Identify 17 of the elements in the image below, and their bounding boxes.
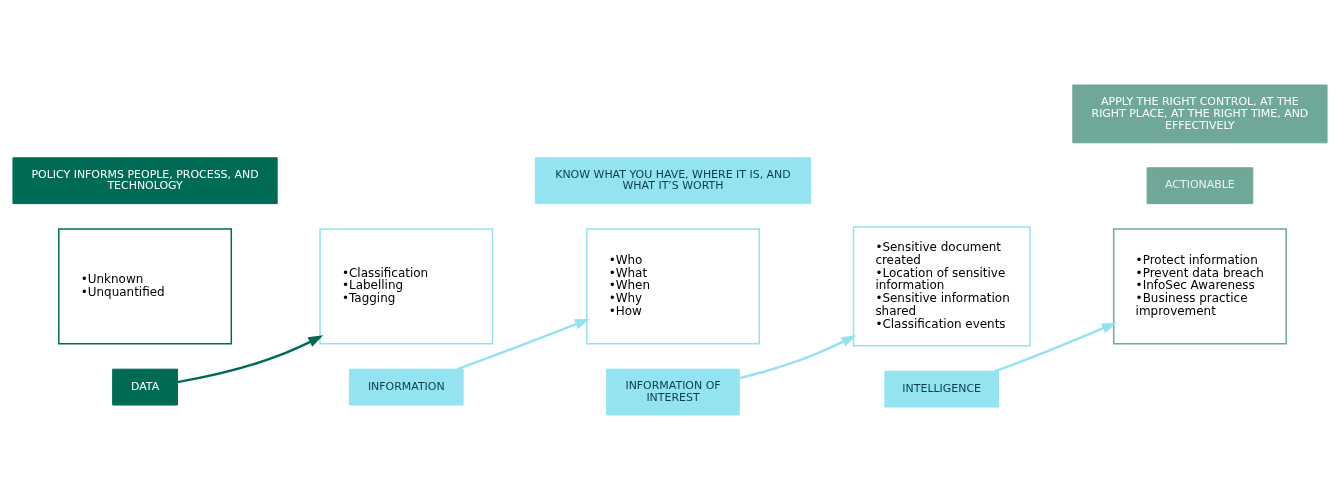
- node-box: •Who •What •When •Why •How: [586, 228, 760, 345]
- node-box: •Sensitive document created •Location of sensitive information •Sensitive information shared •Classification events: [852, 226, 1031, 347]
- arrow: [994, 322, 1117, 373]
- node-box: INFORMATION: [348, 368, 464, 406]
- arrow: [739, 335, 857, 380]
- node-box: •Classification •Labelling •Tagging: [319, 228, 494, 345]
- node-box: DATA: [112, 368, 178, 406]
- node-box: INTELLIGENCE: [884, 370, 1000, 408]
- node-box: KNOW WHAT YOU HAVE, WHERE IT IS, AND WHAT IT’S WORTH: [534, 157, 812, 205]
- arrow: [177, 335, 324, 384]
- node-box: INFORMATION OF INTEREST: [606, 368, 740, 416]
- node-box: •Protect information •Prevent data breach •InfoSec Awareness •Business practice improvement: [1112, 228, 1287, 345]
- node-box: APPLY THE RIGHT CONTROL, AT THE RIGHT PLACE, AT THE RIGHT TIME, AND EFFECTIVELY: [1072, 84, 1328, 144]
- node-box: POLICY INFORMS PEOPLE, PROCESS, AND TECHNOLOGY: [12, 157, 278, 205]
- node-box: •Unknown •Unquantified: [58, 228, 233, 345]
- node-box: ACTIONABLE: [1146, 167, 1254, 205]
- arrow: [456, 318, 590, 371]
